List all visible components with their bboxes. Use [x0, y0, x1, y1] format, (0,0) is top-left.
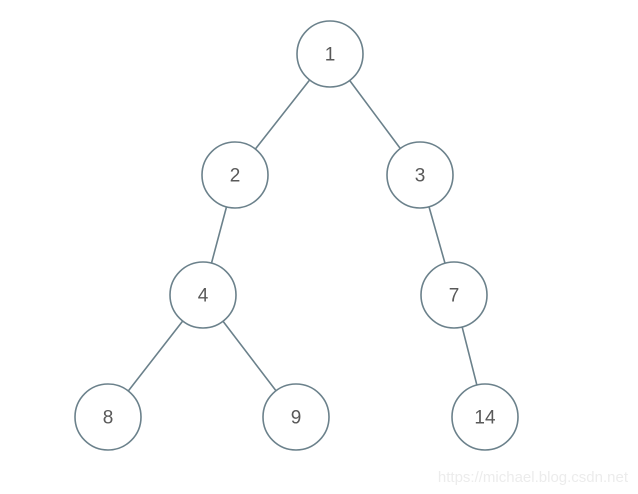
tree-edge-7-14 — [461, 326, 478, 386]
node-circle-14[interactable] — [451, 383, 519, 451]
node-label-7: 7 — [449, 286, 460, 307]
node-circle-3[interactable] — [386, 141, 454, 209]
edge-layer — [127, 79, 478, 392]
tree-edge-3-7 — [428, 205, 446, 265]
node-label-2: 2 — [230, 166, 241, 187]
tree-edge-1-3 — [348, 79, 402, 150]
node-label-3: 3 — [415, 166, 426, 187]
tree-node-4[interactable]: 4 — [169, 261, 237, 329]
node-label-9: 9 — [291, 408, 302, 429]
tree-node-7[interactable]: 7 — [420, 261, 488, 329]
tree-node-1[interactable]: 1 — [296, 20, 364, 88]
tree-edge-4-8 — [127, 320, 184, 392]
node-layer: 1 2 3 4 7 8 9 14 — [74, 20, 519, 451]
watermark-url: https://michael.blog.csdn.net — [438, 469, 629, 486]
node-circle-7[interactable] — [420, 261, 488, 329]
tree-node-14[interactable]: 14 — [451, 383, 519, 451]
node-label-14: 14 — [474, 408, 496, 429]
tree-edge-2-4 — [210, 206, 228, 264]
node-label-4: 4 — [198, 286, 209, 307]
watermark-layer: https://michael.blog.csdn.net — [438, 469, 629, 486]
node-label-8: 8 — [103, 408, 114, 429]
node-circle-9[interactable] — [262, 383, 330, 451]
tree-node-3[interactable]: 3 — [386, 141, 454, 209]
node-circle-4[interactable] — [169, 261, 237, 329]
tree-node-8[interactable]: 8 — [74, 383, 142, 451]
node-label-1: 1 — [325, 45, 336, 66]
node-circle-8[interactable] — [74, 383, 142, 451]
tree-edge-1-2 — [254, 79, 311, 150]
tree-node-9[interactable]: 9 — [262, 383, 330, 451]
tree-edge-4-9 — [222, 320, 277, 392]
node-circle-1[interactable] — [296, 20, 364, 88]
tree-node-2[interactable]: 2 — [201, 141, 269, 209]
node-circle-2[interactable] — [201, 141, 269, 209]
